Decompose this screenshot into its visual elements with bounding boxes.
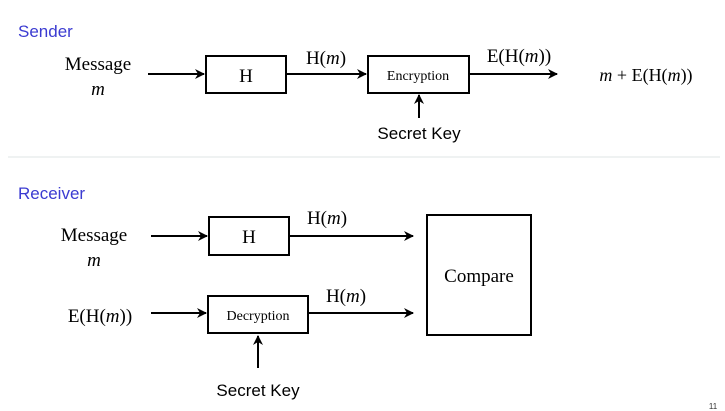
page-number: 11 [709, 402, 718, 411]
receiver-hash-output-var: m [327, 208, 341, 229]
receiver-encrypted-input-prefix: E(H( [68, 306, 106, 327]
sender-title: Sender [18, 22, 73, 41]
receiver-decryption-output-prefix: H( [326, 286, 346, 307]
receiver-message-var: m [87, 250, 101, 271]
receiver-decryption-output-var: m [346, 286, 360, 307]
sender-result: m + E(H(m)) [599, 65, 692, 86]
receiver-hash-output-suffix: ) [341, 208, 347, 229]
sender-encryption-label: Encryption [387, 69, 449, 84]
sender-encryption-output-var: m [525, 46, 539, 67]
sender-message-label: Message [65, 54, 131, 75]
sender-secret-key: Secret Key [377, 124, 461, 143]
sender-result-var: m [599, 65, 612, 85]
receiver-message-label: Message [61, 225, 127, 246]
sender-result-suffix: )) [681, 65, 693, 86]
receiver-decryption-output: H(m) [326, 286, 366, 307]
receiver-encrypted-input: E(H(m)) [68, 306, 132, 327]
sender-encryption-box [367, 55, 470, 94]
receiver-compare-label: Compare [444, 266, 514, 287]
receiver-hash-output: H(m) [307, 208, 347, 229]
sender-hash-output-suffix: ) [340, 48, 346, 69]
sender-encryption-output-suffix: )) [539, 46, 552, 67]
sender-message-var: m [91, 79, 105, 100]
receiver-title: Receiver [18, 184, 85, 203]
sender-hash-box [205, 55, 287, 94]
sender-hash-output-prefix: H( [306, 48, 326, 69]
receiver-decryption-box [207, 295, 309, 334]
receiver-encrypted-input-suffix: )) [120, 306, 133, 327]
sender-result-rest: + E(H( [612, 65, 667, 86]
sender-result-var2: m [668, 65, 681, 85]
sender-hash-label: H [239, 66, 253, 87]
receiver-hash-box [208, 216, 290, 256]
receiver-hash-label: H [242, 227, 256, 248]
receiver-encrypted-input-var: m [106, 306, 120, 327]
receiver-secret-key: Secret Key [216, 381, 300, 400]
receiver-hash-output-prefix: H( [307, 208, 327, 229]
sender-hash-output: H(m) [306, 48, 346, 69]
sender-encryption-output: E(H(m)) [487, 46, 551, 67]
sender-encryption-output-prefix: E(H( [487, 46, 525, 67]
receiver-decryption-output-suffix: ) [360, 286, 366, 307]
receiver-compare-box [426, 214, 532, 336]
receiver-decryption-label: Decryption [227, 309, 290, 324]
sender-hash-output-var: m [326, 48, 340, 69]
